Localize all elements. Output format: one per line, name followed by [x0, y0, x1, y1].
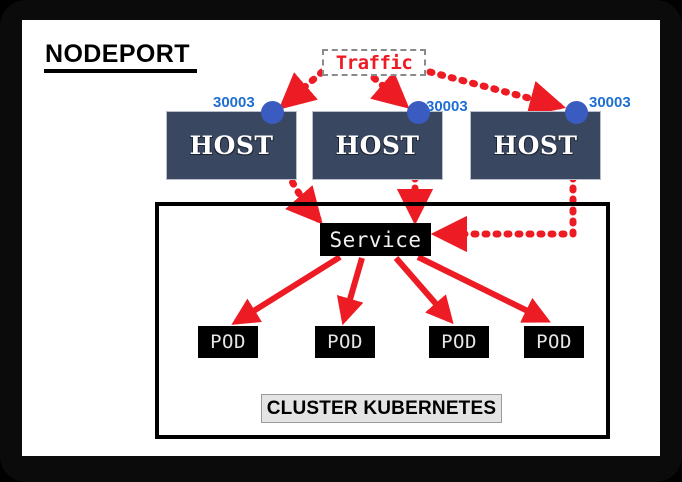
pod-label-1: POD: [210, 331, 246, 353]
host-label-1: HOST: [189, 131, 274, 160]
page-title-underline: [44, 69, 197, 73]
pod-box-2: POD: [315, 326, 375, 358]
cluster-caption: CLUSTER KUBERNETES: [261, 394, 502, 423]
nodeport-dot-2: [407, 101, 430, 124]
nodeport-dot-3: [565, 101, 588, 124]
nodeport-label-2: 30003: [426, 98, 468, 115]
host-label-2: HOST: [335, 131, 420, 160]
pod-box-1: POD: [198, 326, 258, 358]
diagram-canvas: NODEPORT: [22, 20, 660, 456]
pod-label-4: POD: [536, 331, 572, 353]
traffic-label: Traffic: [335, 51, 413, 74]
host-label-3: HOST: [493, 131, 578, 160]
nodeport-dot-1: [261, 101, 284, 124]
nodeport-label-3: 30003: [589, 94, 631, 111]
pod-box-3: POD: [429, 326, 489, 358]
host-box-2: HOST: [312, 111, 443, 180]
edge-traffic-to-host-2: [370, 71, 410, 109]
pod-box-4: POD: [524, 326, 584, 358]
traffic-label-box: Traffic: [322, 49, 426, 76]
page-title: NODEPORT: [45, 40, 190, 68]
service-box: Service: [320, 223, 431, 256]
nodeport-label-1: 30003: [213, 94, 255, 111]
cluster-boundary: [155, 202, 610, 439]
pod-label-3: POD: [441, 331, 477, 353]
edge-traffic-to-host-1: [278, 68, 326, 110]
service-label: Service: [329, 227, 422, 252]
pod-label-2: POD: [327, 331, 363, 353]
